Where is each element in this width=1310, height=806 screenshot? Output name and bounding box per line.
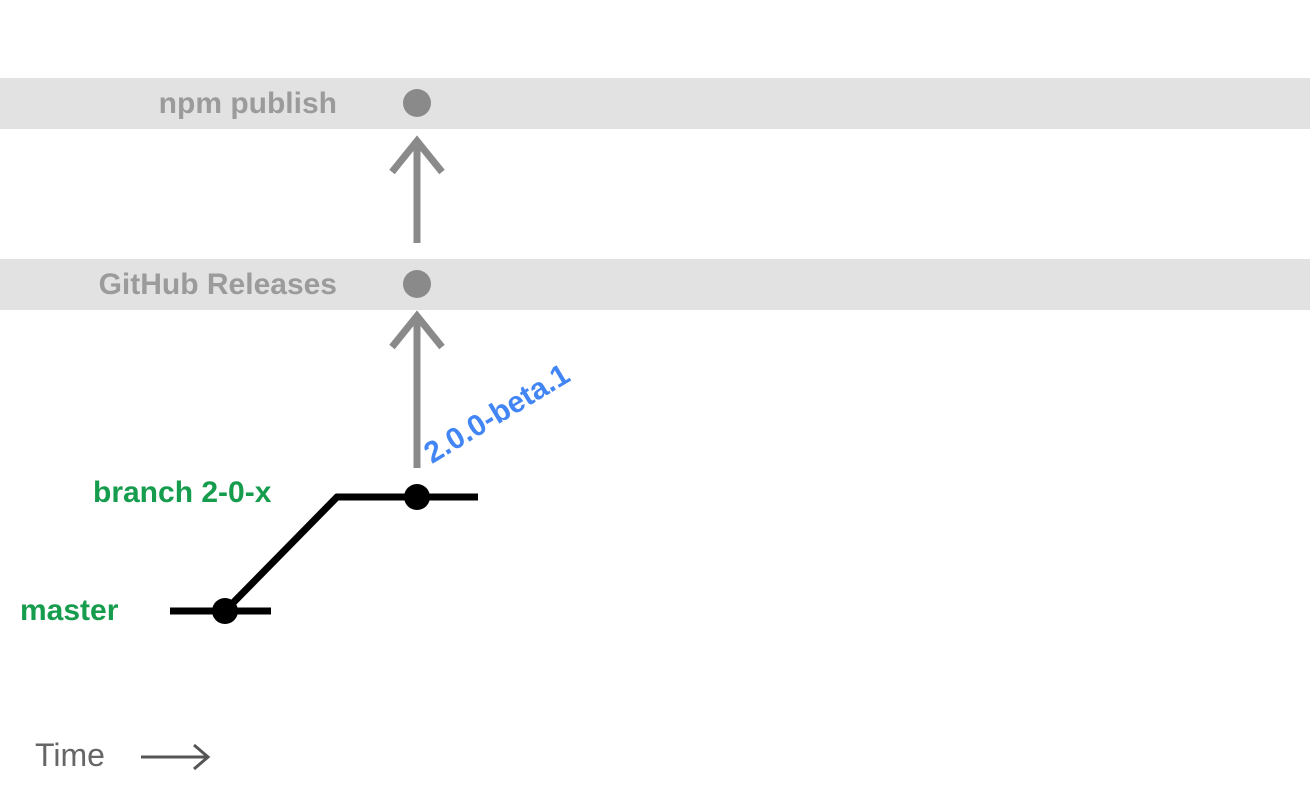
github-releases-band: GitHub Releases: [0, 259, 1310, 310]
npm-publish-label: npm publish: [158, 87, 337, 120]
up-arrow-to-npm-icon: [389, 135, 445, 243]
master-commit-dot: [212, 598, 238, 624]
github-release-dot: [403, 270, 431, 298]
time-axis-label: Time: [35, 737, 105, 773]
npm-publish-band: npm publish: [0, 78, 1310, 129]
up-arrow-to-github-icon: [389, 310, 445, 468]
branch-commit-dot: [404, 484, 430, 510]
master-branch-label: master: [20, 594, 119, 627]
github-releases-label: GitHub Releases: [98, 268, 337, 301]
npm-release-dot: [403, 89, 431, 117]
branch-off-line: [222, 493, 341, 614]
time-arrow-icon: [141, 743, 211, 771]
branch-2-0-x-label: branch 2-0-x: [93, 476, 272, 509]
